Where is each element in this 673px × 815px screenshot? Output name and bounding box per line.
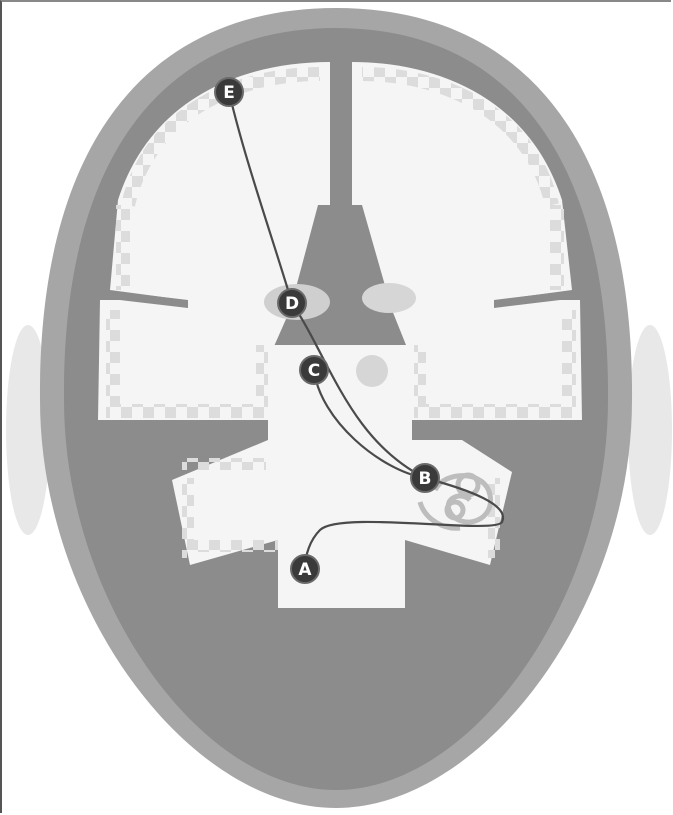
cortex-edge-right-side [550,205,564,290]
longitudinal-fissure [330,55,352,203]
cerebellum-edge-left [182,478,194,558]
cortex-edge-left-side [116,205,130,290]
node-e: E [215,78,243,106]
node-b: B [411,464,439,492]
cortex-edge-inner-right [414,345,426,415]
node-c: C [300,356,328,384]
cortex-edge-right-bottom [414,404,574,418]
cerebellum-edge-left-top [182,458,266,470]
node-e-label: E [223,83,235,103]
node-a-label: A [298,560,312,580]
cortex-edge-left-bottom [106,404,266,418]
cortex-edge-right-lower [562,310,576,415]
node-c-label: C [308,361,320,381]
node-a: A [291,555,319,583]
right-ear [628,325,672,535]
right-thalamus-structure [362,283,416,313]
node-d: D [278,289,306,317]
central-structure [356,355,388,387]
cortex-edge-inner-left [256,345,268,415]
node-b-label: B [419,469,432,489]
node-d-label: D [285,294,299,314]
cortex-edge-left-lower [106,310,120,415]
cerebellum-edge-left-bottom [194,540,278,552]
